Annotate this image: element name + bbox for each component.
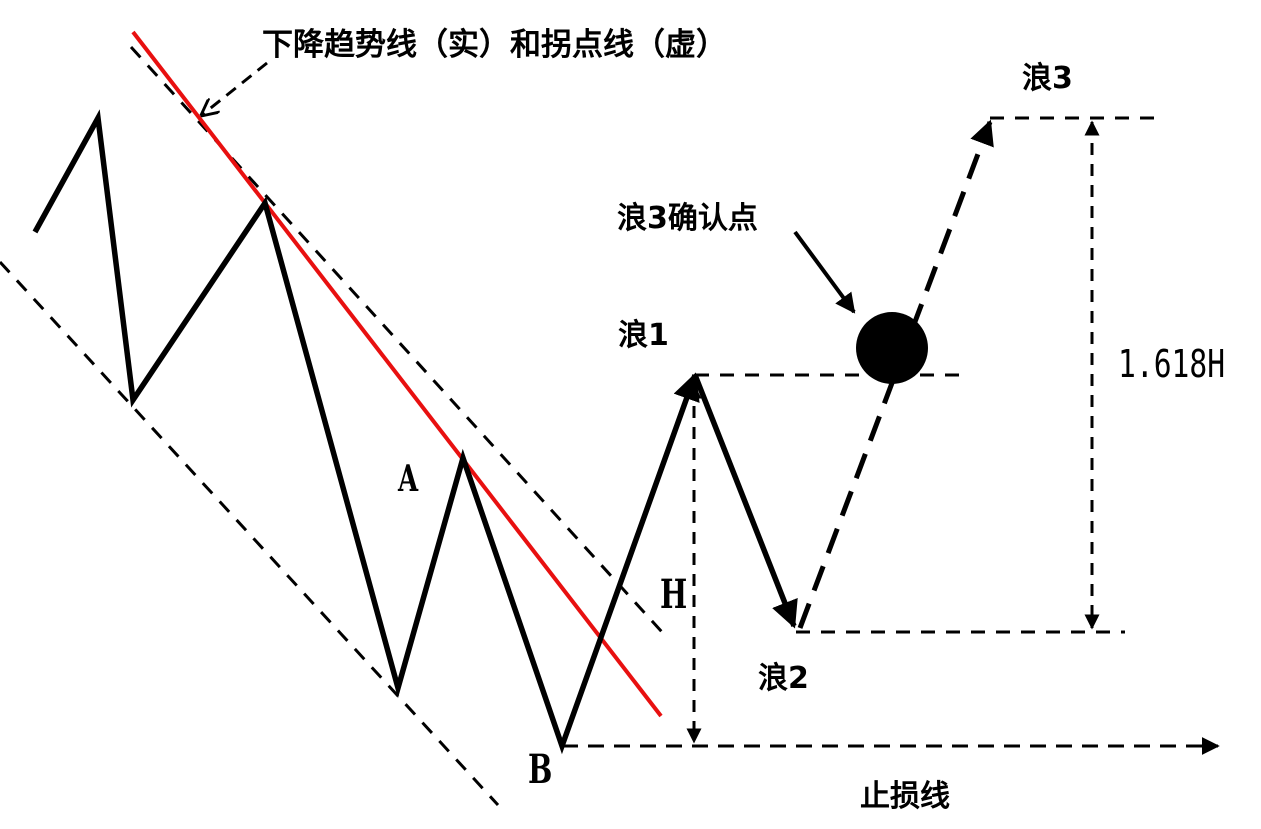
- price-path: [32, 109, 700, 755]
- height-h-label: H: [660, 571, 688, 618]
- wave3-confirm-dot: [856, 312, 928, 384]
- downtrend-line: [131, 30, 663, 718]
- lower-channel-line: [0, 260, 500, 807]
- confirm-pointer-arrow: [793, 230, 856, 314]
- diagram-title: 下降趋势线（实）和拐点线（虚）: [262, 27, 727, 63]
- height-1618h-label: 1.618H: [1118, 342, 1226, 386]
- wave3-leg: [797, 119, 994, 629]
- title-pointer-arrow: [202, 61, 268, 115]
- wave3-confirm-label: 浪3确认点: [617, 201, 758, 236]
- wave1-label: 浪1: [618, 318, 669, 353]
- wave2-label: 浪2: [758, 661, 809, 696]
- stop-loss-label: 止损线: [860, 779, 950, 814]
- wave3-label: 浪3: [1022, 61, 1073, 96]
- point-a-label: A: [398, 458, 419, 500]
- point-b-label: B: [528, 746, 553, 793]
- wave2-leg: [692, 373, 798, 629]
